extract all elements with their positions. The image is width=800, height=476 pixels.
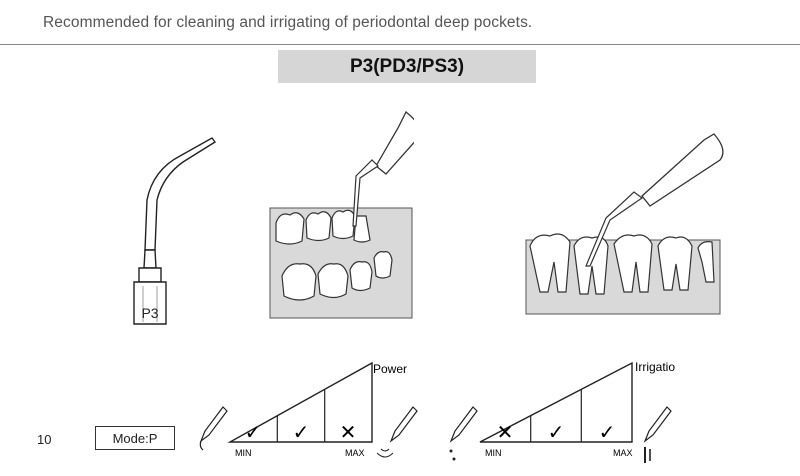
handpiece-min-icon (449, 406, 478, 461)
irrigation-title: Irrigation (635, 360, 675, 374)
power-step-1-mark: ✓ (245, 422, 262, 444)
irrigation-step-3-mark: ✓ (599, 422, 616, 444)
irrigation-scale: ✕ ✓ ✓ MIN MAX Irrigation (449, 360, 675, 463)
power-scale: ✓ ✓ ✕ MIN MAX Power (199, 361, 418, 458)
irrigation-max-label: MAX (613, 448, 633, 458)
scaler-tip-illustration: P3 (133, 137, 217, 325)
handpiece-min-icon (199, 406, 228, 451)
page-number: 10 (37, 432, 52, 447)
irrigation-min-label: MIN (485, 448, 502, 458)
handpiece-max-icon (643, 406, 672, 463)
model-banner: P3(PD3/PS3) (278, 50, 536, 83)
model-title: P3(PD3/PS3) (349, 55, 465, 77)
power-max-label: MAX (345, 448, 365, 458)
power-title: Power (373, 362, 407, 376)
power-step-3-mark: ✕ (340, 422, 357, 444)
irrigation-step-1-mark: ✕ (497, 422, 514, 444)
pocket-teeth-illustration (525, 133, 724, 315)
power-step-2-mark: ✓ (293, 422, 310, 444)
handpiece-max-icon (376, 406, 418, 458)
power-min-label: MIN (235, 448, 252, 458)
arch-teeth-illustration (269, 110, 414, 319)
header-divider (0, 44, 800, 45)
tip-marking: P3 (141, 305, 158, 321)
header-note: Recommended for cleaning and irrigating … (43, 14, 533, 31)
mode-label: Mode:P (95, 426, 175, 450)
irrigation-step-2-mark: ✓ (548, 422, 565, 444)
